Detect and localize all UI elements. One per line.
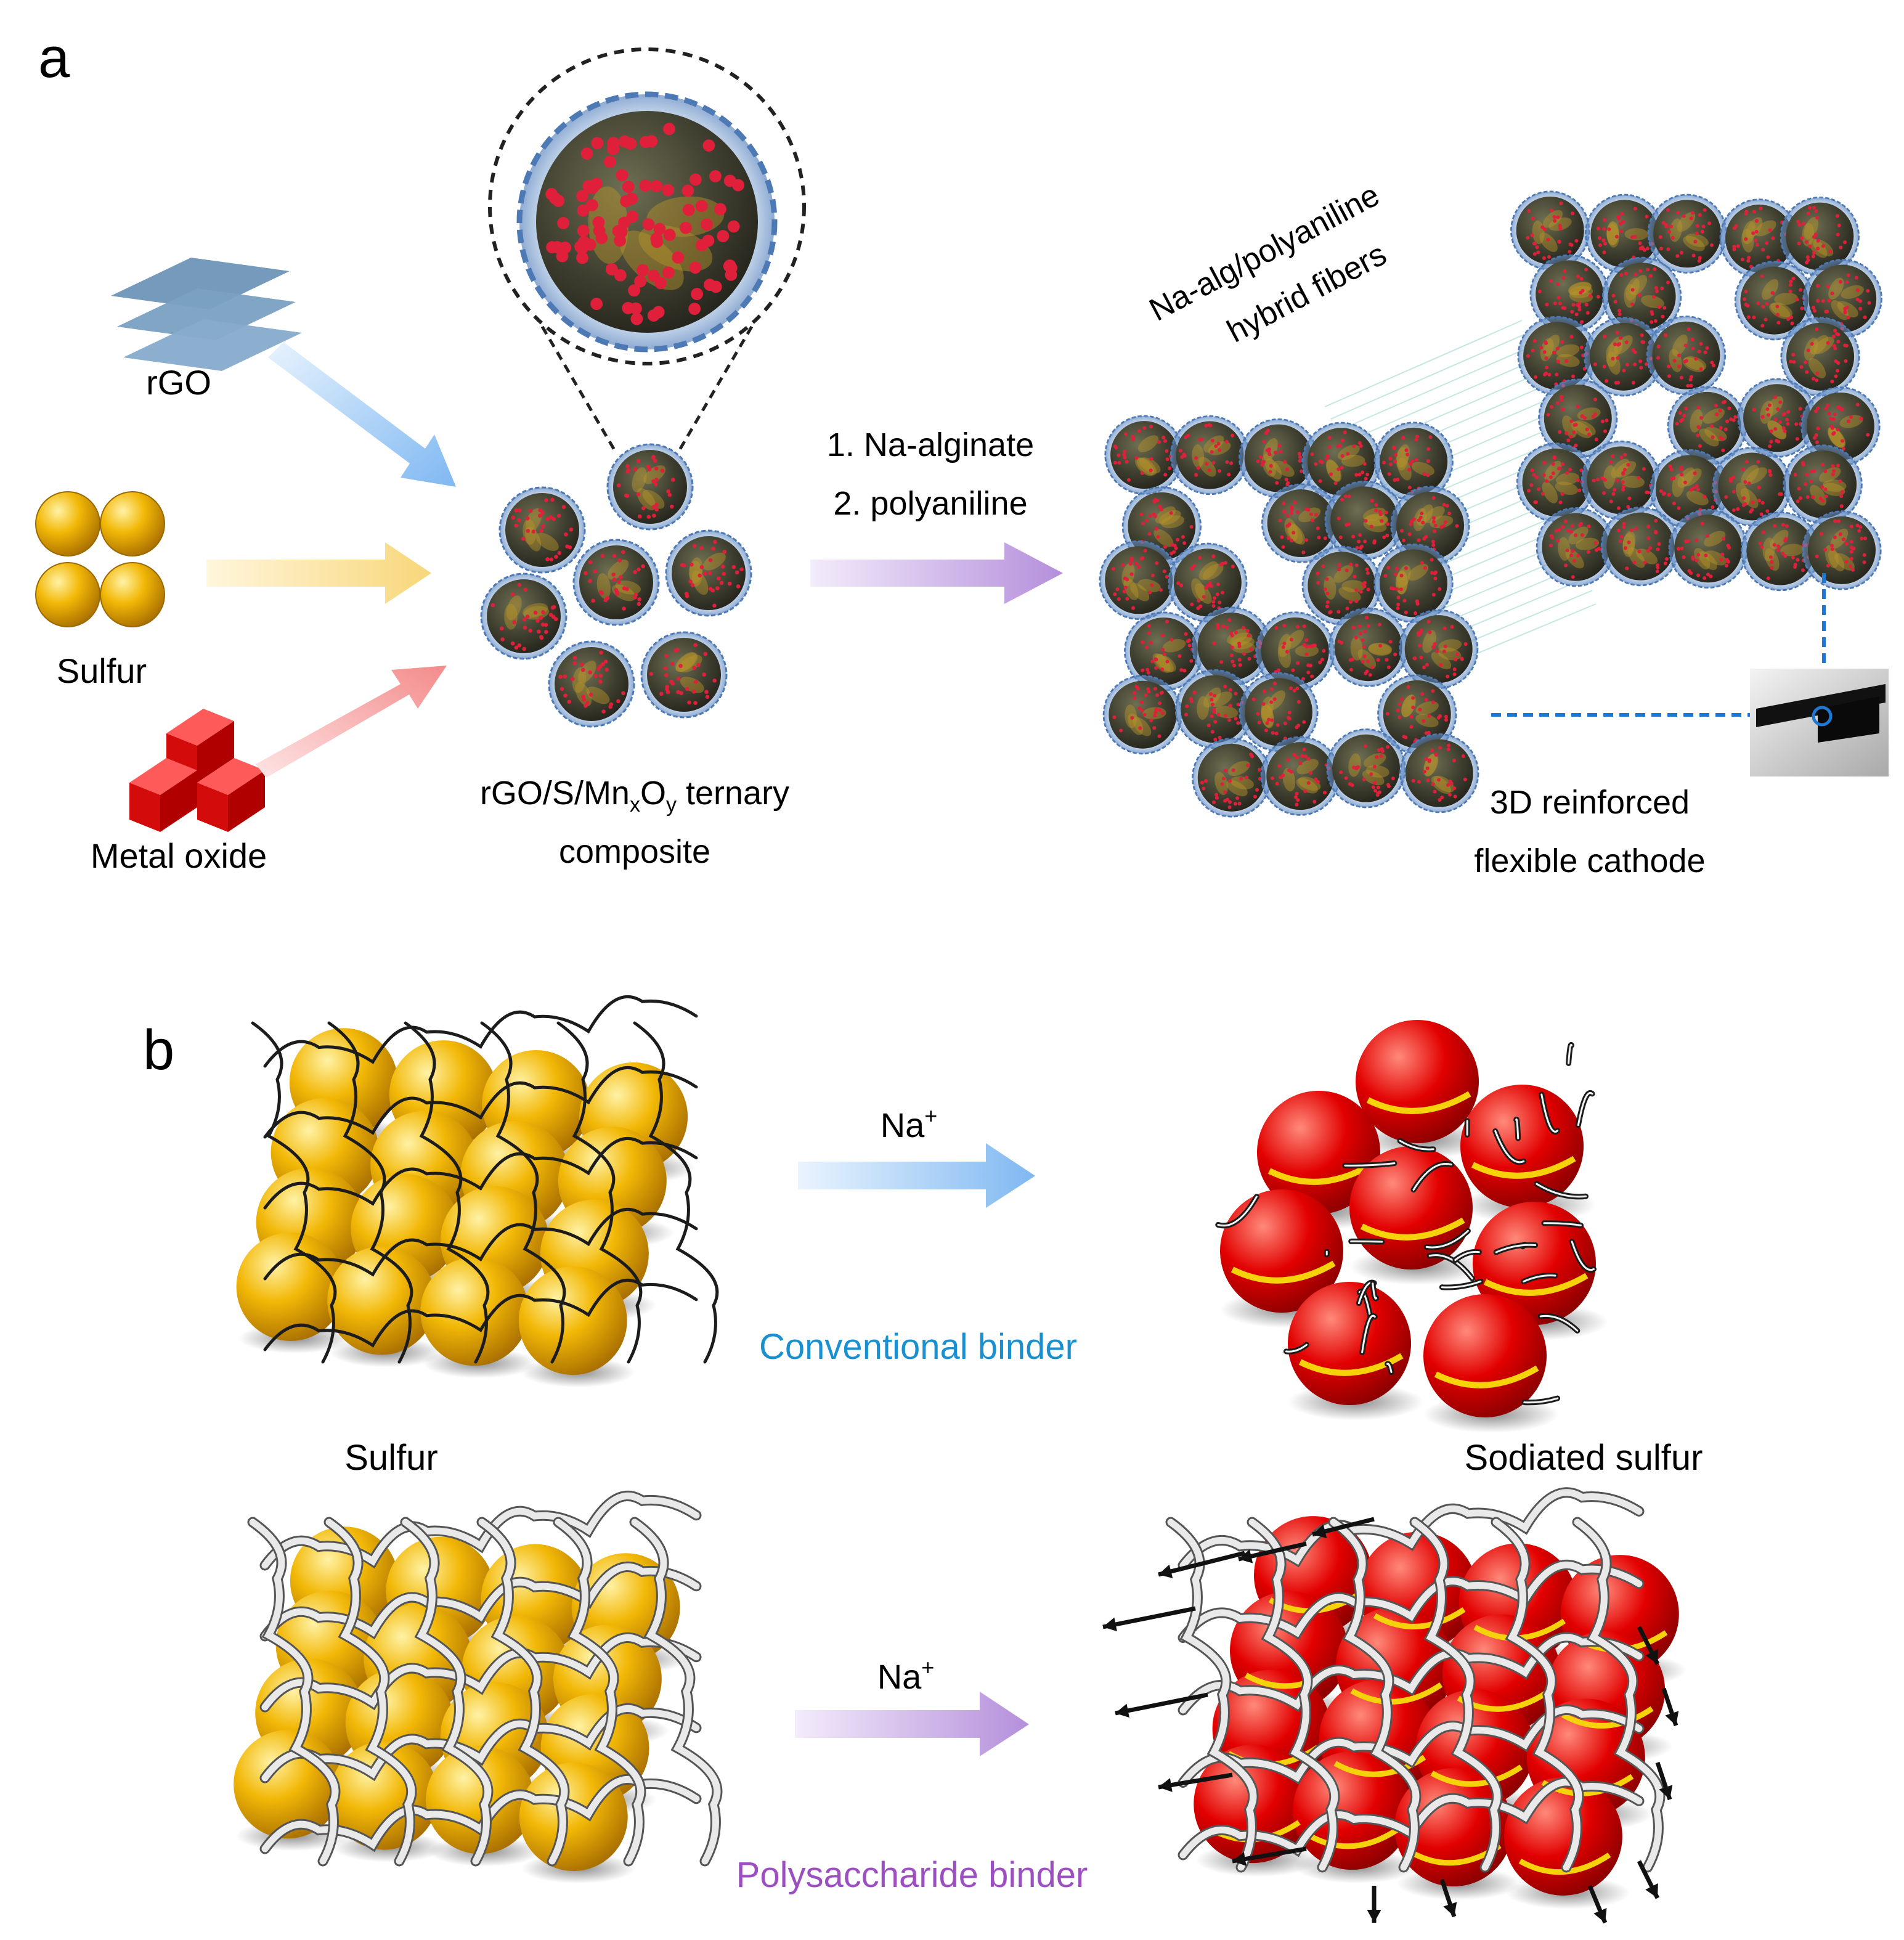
zoom-guide-left [540,325,618,454]
rgo-sheets-icon [111,258,302,371]
cathode-cluster-front [1099,415,1479,818]
cathode-cluster-back [1510,190,1882,592]
cathode-photo-inset [1750,669,1889,776]
rgo-label: rGO [146,363,211,402]
step2-label: 2. polyaniline [833,485,1027,522]
zoom-circle [488,47,806,365]
expansion-arrows [1102,1517,1679,1924]
sodiated-polysaccharide-network [1165,1487,1687,1909]
zoom-guide-right [676,325,754,454]
rgo-to-composite-arrow [268,342,456,487]
sulfur-balls-icon [35,491,165,627]
metal-oxide-label: Metal oxide [91,836,267,875]
polysaccharide-binder-label: Polysaccharide binder [736,1855,1088,1895]
na-ion-label-bottom: Na+ [877,1655,935,1696]
composite-label-line2: composite [559,833,710,870]
sulfur-label: Sulfur [57,651,147,690]
composite-particle-zoomed [516,91,778,353]
oxide-to-composite-arrow [256,666,447,778]
conventional-sodiation-arrow [798,1143,1035,1208]
composite-particles [480,443,752,728]
composite-label-line1: rGO/S/MnxOy ternary [480,775,789,817]
sulfur-polysaccharide-network [234,1490,723,1884]
na-ion-label-top: Na+ [881,1103,938,1144]
cathode-label-line1: 3D reinforced [1490,784,1690,821]
sulfur-conventional-network [236,995,719,1388]
step1-label: 1. Na-alginate [827,426,1034,463]
sulfur-label-b: Sulfur [344,1438,438,1478]
polysaccharide-sodiation-arrow [795,1692,1029,1756]
panel-b-letter: b [143,1019,174,1082]
metal-oxide-cubes-icon [129,709,265,832]
conventional-binder-label: Conventional binder [759,1327,1077,1367]
panel-a-letter: a [38,26,70,89]
sulfur-to-composite-arrow [206,542,431,604]
sodiated-conventional-network [1215,1020,1608,1433]
process-arrow [810,542,1063,604]
sodiated-sulfur-label: Sodiated sulfur [1465,1438,1703,1478]
cathode-label-line2: flexible cathode [1474,842,1705,879]
